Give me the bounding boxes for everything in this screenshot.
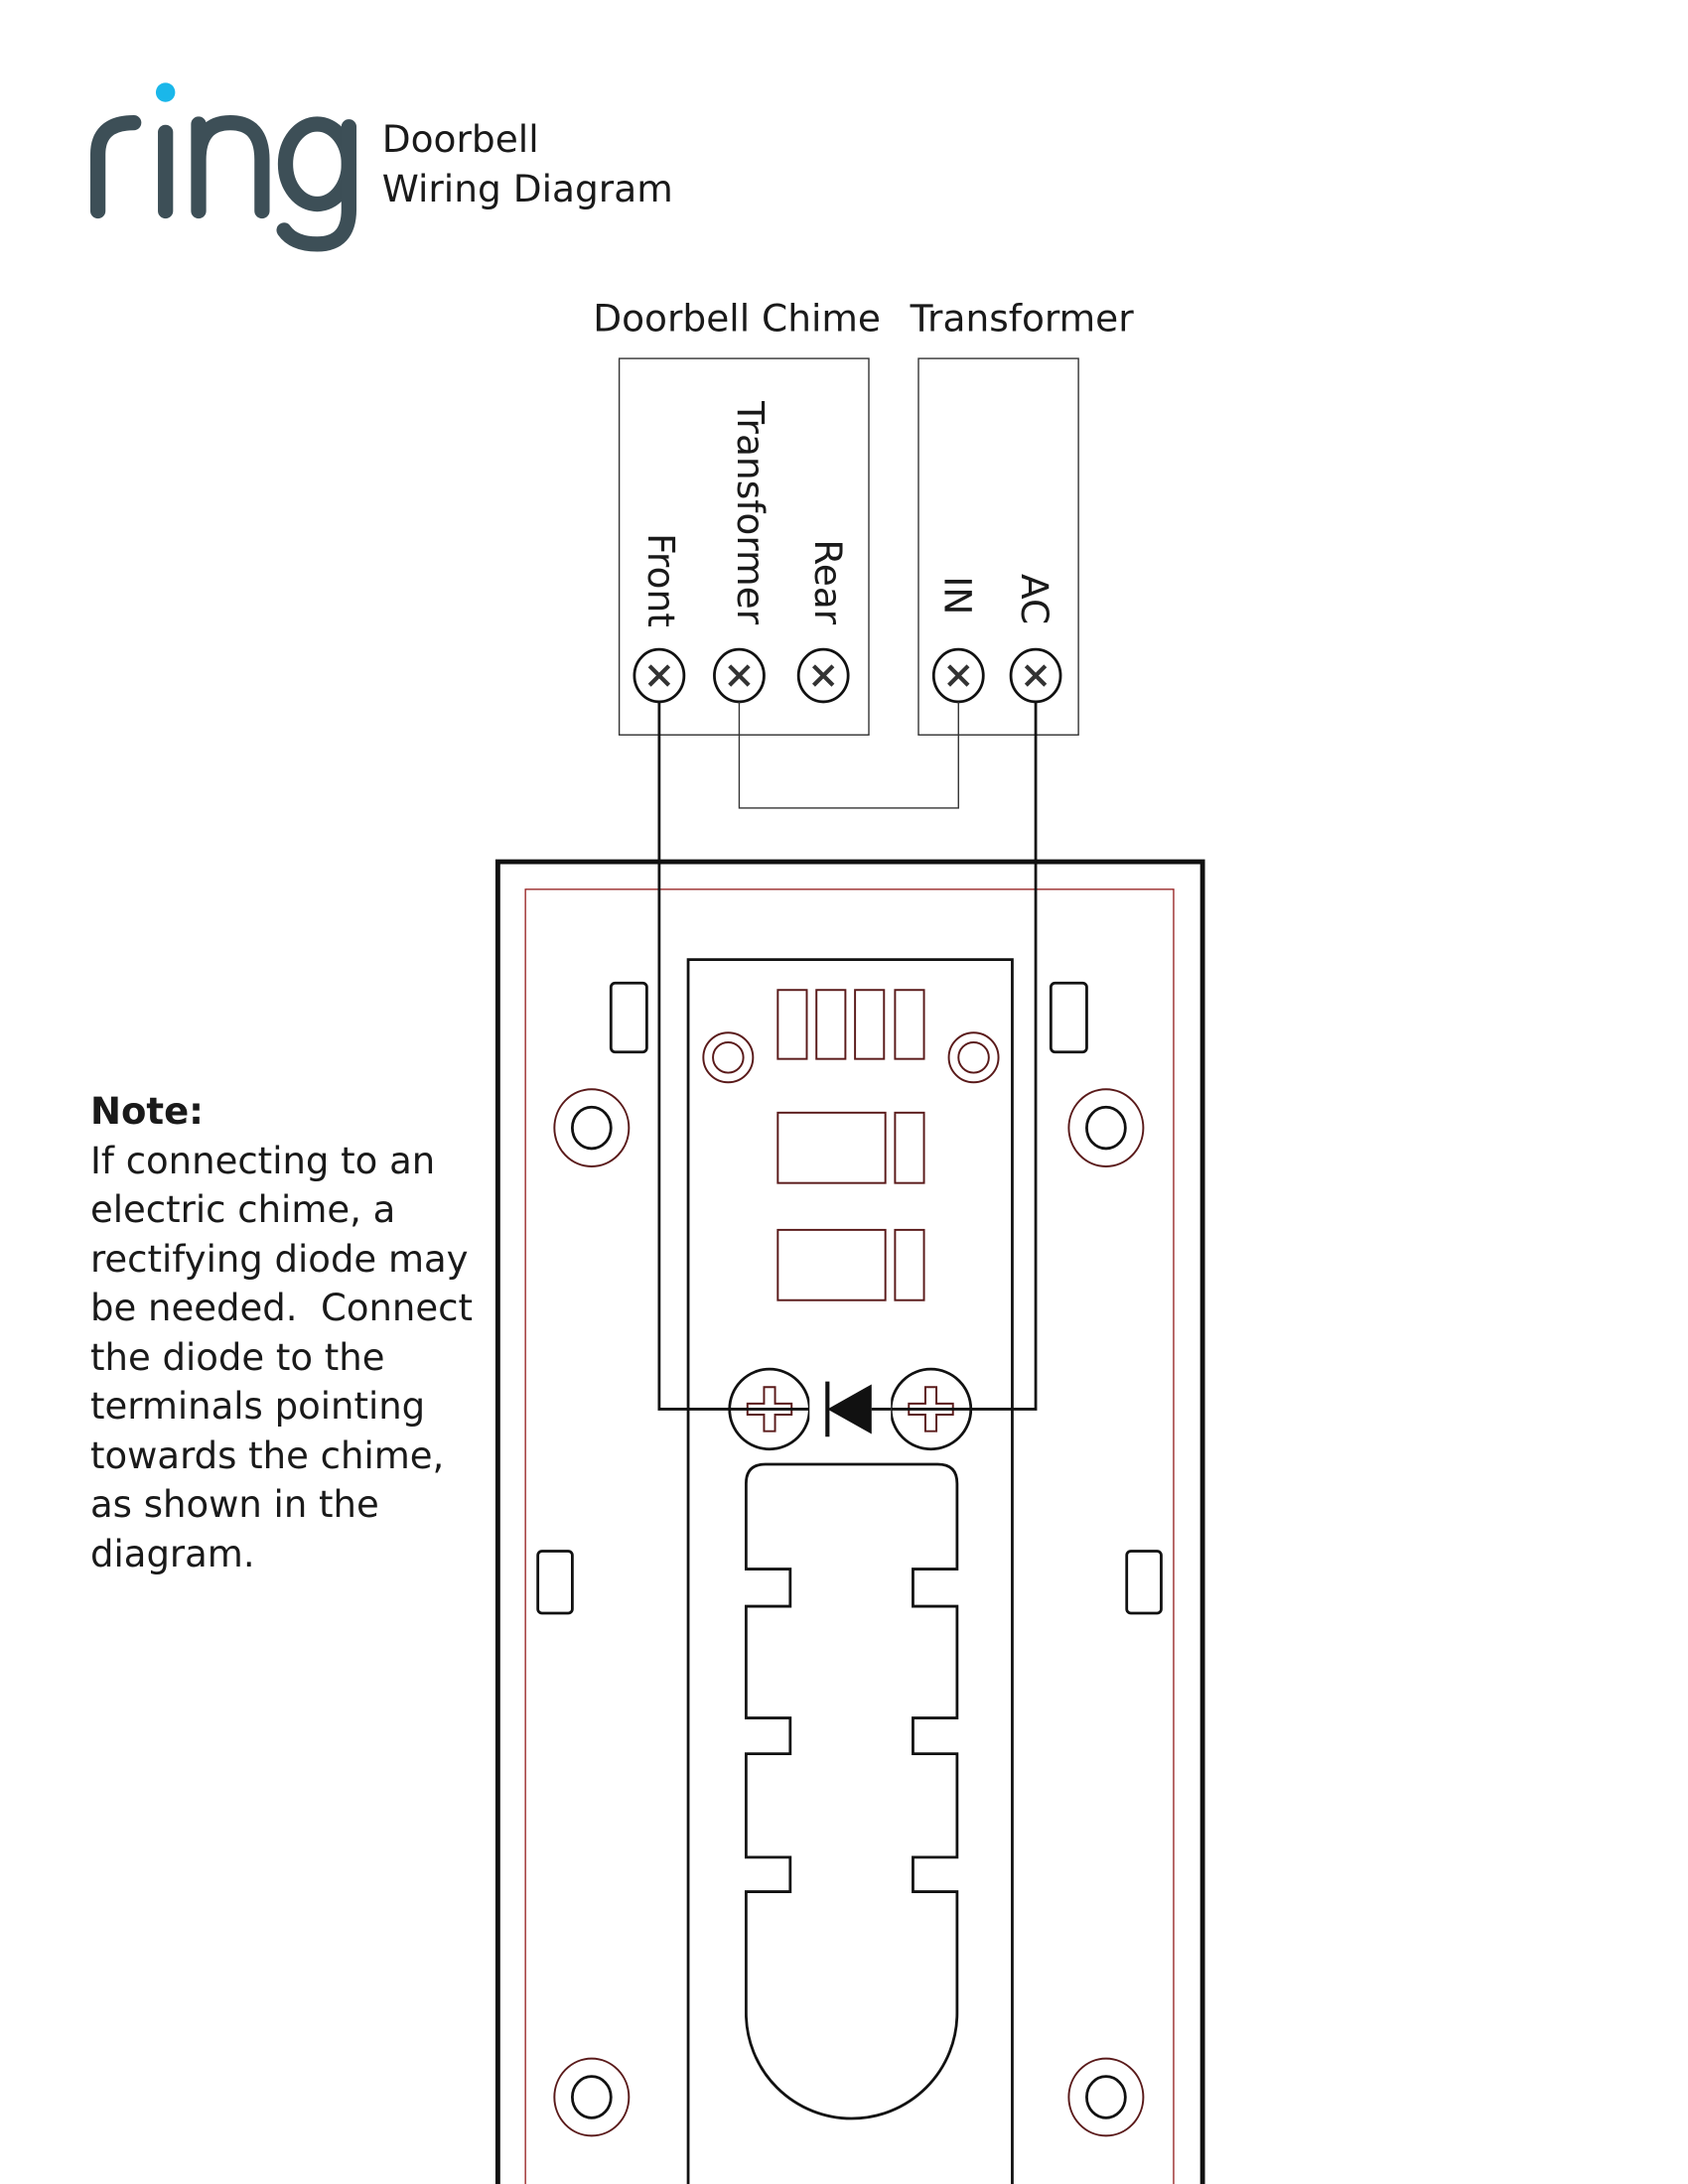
note-line: diagram. <box>90 1532 255 1575</box>
terminal-screw-transformer <box>713 647 766 704</box>
chime-box <box>618 357 870 736</box>
terminal-label-front: Front <box>639 533 683 627</box>
ring-logo-g-bowl <box>277 116 357 212</box>
board-hole-left <box>702 1031 755 1084</box>
screw-hole-top-right <box>1067 1088 1145 1167</box>
doorbell-outer-frame <box>494 859 1205 2184</box>
wire-transformer-in <box>738 701 959 809</box>
terminal-label-ac: AC <box>1013 574 1056 624</box>
doorbell-inner-outline <box>524 888 1175 2184</box>
screw-hole-top-left <box>553 1088 631 1167</box>
mount-slot-top-right <box>1049 981 1088 1054</box>
screw-hole-bottom-right <box>1067 2057 1145 2137</box>
ring-logo-dot <box>155 82 176 102</box>
diode-note: Note: If connecting to an electric chime… <box>90 1087 488 1578</box>
note-line: terminals pointing <box>90 1385 426 1428</box>
note-line: electric chime, a <box>90 1188 396 1231</box>
terminal-label-in: IN <box>935 576 979 614</box>
board-components <box>776 989 925 1301</box>
note-line: towards the chime, <box>90 1433 445 1477</box>
header-line2: Wiring Diagram <box>382 167 673 210</box>
cable-slot <box>745 1462 959 2120</box>
ring-logo-n <box>191 114 270 219</box>
header-line1: Doorbell <box>382 117 539 161</box>
screw-hole-bottom-left <box>553 2057 631 2137</box>
diode-icon <box>809 1381 892 1437</box>
mount-slot-top-left <box>609 981 648 1054</box>
terminal-screw-ac <box>1009 647 1062 704</box>
terminal-screw-rear <box>796 647 850 704</box>
chime-title: Doorbell Chime <box>593 296 881 340</box>
mount-slot-mid-left <box>536 1550 574 1615</box>
note-line: rectifying diode may <box>90 1237 469 1281</box>
terminal-label-transformer: Transformer <box>729 400 773 625</box>
transformer-box <box>917 357 1079 736</box>
ring-logo <box>89 82 357 252</box>
note-line: as shown in the <box>90 1483 379 1526</box>
terminal-label-rear: Rear <box>806 539 850 624</box>
mount-slot-mid-right <box>1125 1550 1163 1615</box>
transformer-title: Transformer <box>910 296 1135 340</box>
doorbell-board <box>686 958 1014 2184</box>
note-heading: Note: <box>90 1090 204 1133</box>
ring-logo-g-tail <box>276 119 357 252</box>
note-line: be needed. Connect <box>90 1287 473 1329</box>
ring-logo-r <box>89 114 142 219</box>
doorbell-terminal-screw-left <box>728 1367 811 1451</box>
terminal-screw-front <box>633 647 686 704</box>
note-line: the diode to the <box>90 1335 385 1379</box>
board-hole-right <box>947 1031 1000 1084</box>
doorbell-terminal-screw-right <box>889 1367 973 1451</box>
note-line: If connecting to an <box>90 1139 436 1182</box>
terminal-screw-in <box>931 647 985 704</box>
